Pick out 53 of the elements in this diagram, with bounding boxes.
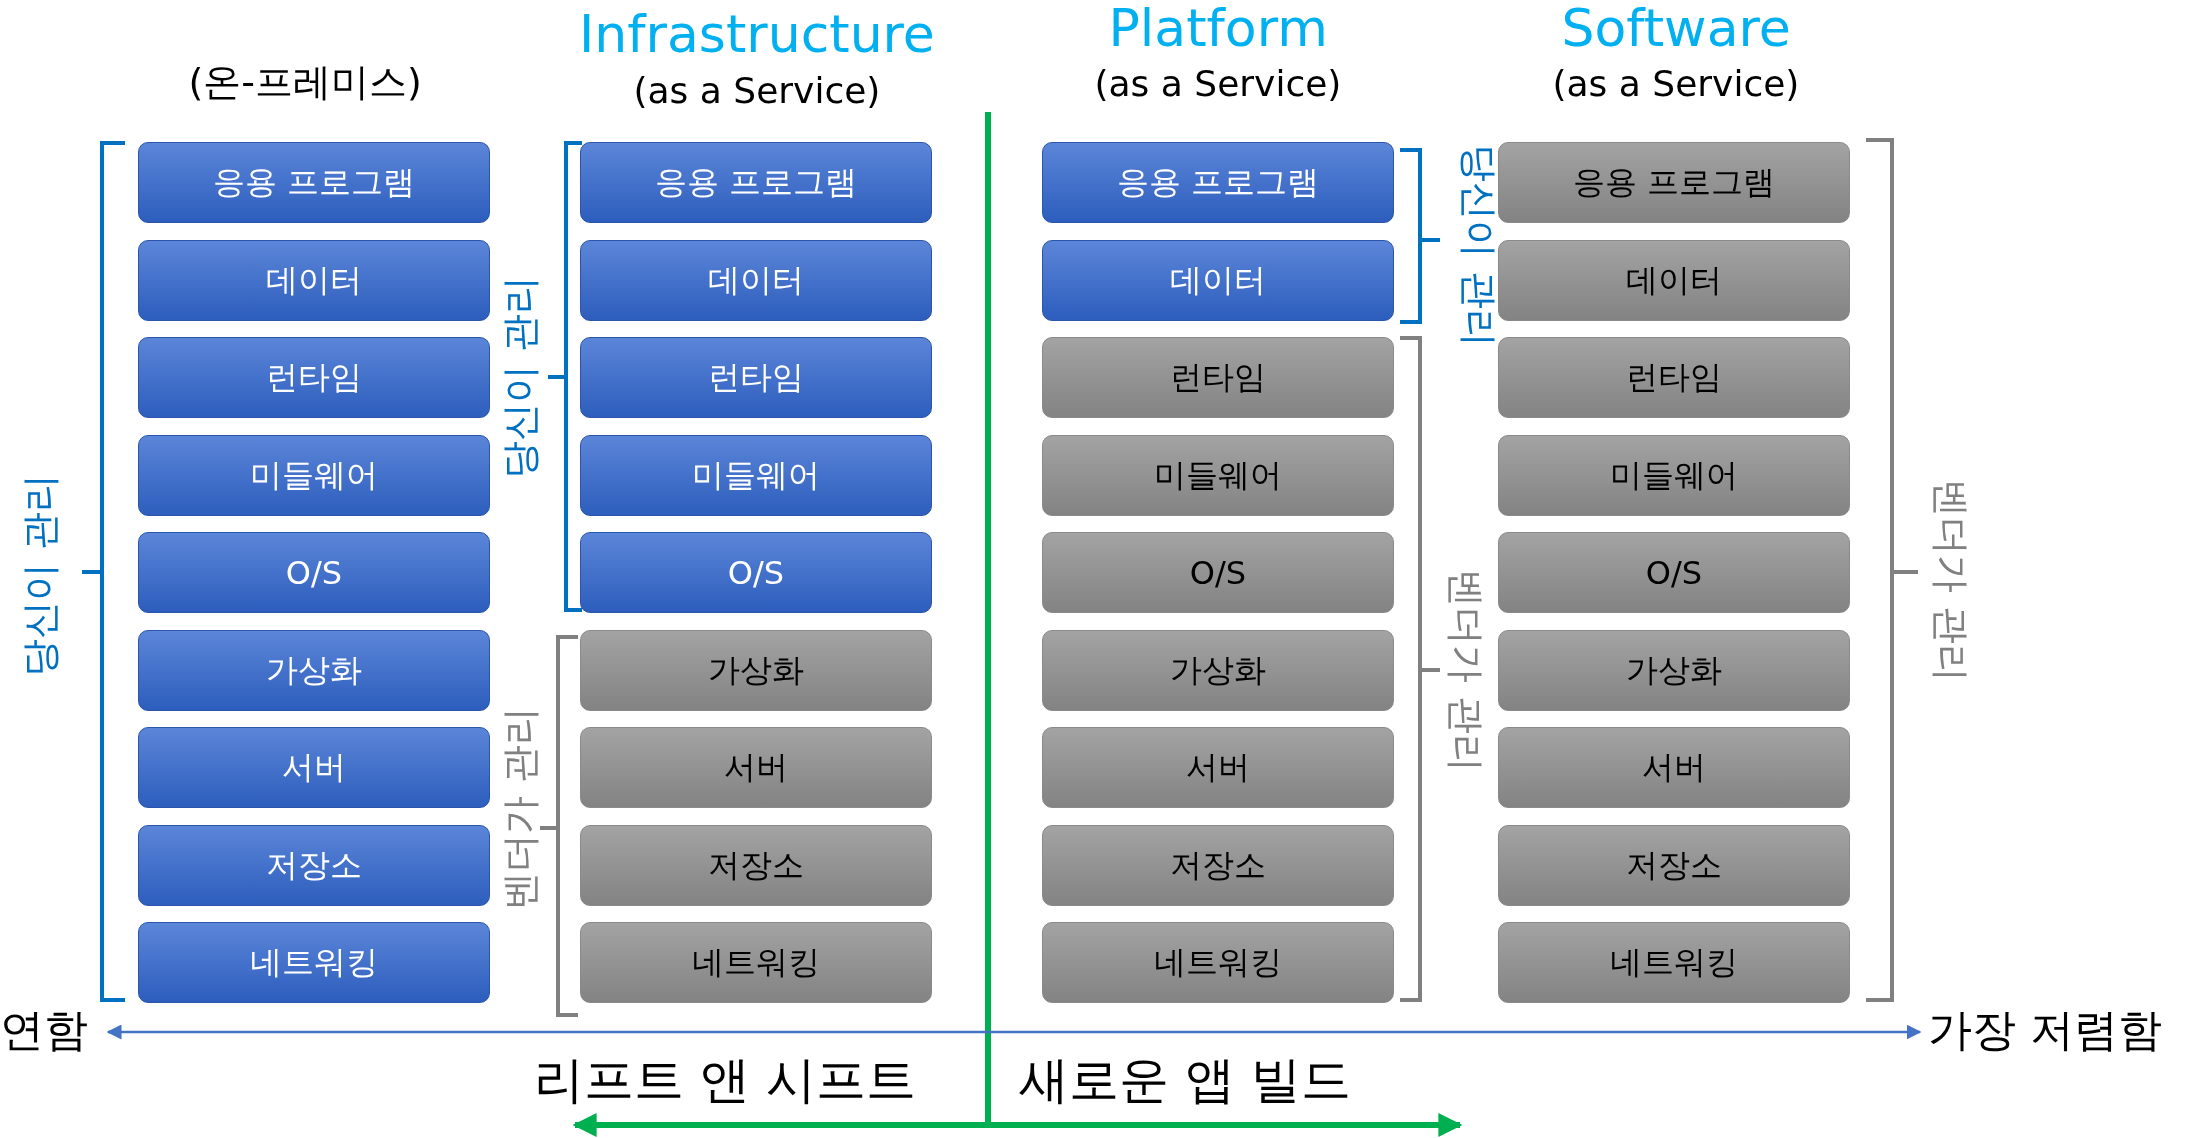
layer-box: 가상화 (138, 630, 490, 711)
bracket-label: 벤더가 관리 (496, 706, 543, 910)
column-subtitle: (as a Service) (1094, 62, 1342, 104)
layer-box: 가상화 (580, 630, 932, 711)
column-title: Software (1561, 0, 1791, 58)
arrow-label: 새로운 앱 빌드 (1019, 1049, 1351, 1111)
bracket-label: 벤더가 관리 (1927, 478, 1974, 682)
layer-box: 저장소 (1498, 825, 1850, 906)
layer-box: 응용 프로그램 (1498, 142, 1850, 223)
layer-box: 서버 (1498, 727, 1850, 808)
layer-box: 응용 프로그램 (1042, 142, 1394, 223)
layer-box: 저장소 (1042, 825, 1394, 906)
layer-box: 응용 프로그램 (138, 142, 490, 223)
bracket-label: 벤더가 관리 (1442, 568, 1489, 772)
layer-box: 런타임 (580, 337, 932, 418)
layer-box: O/S (1498, 532, 1850, 613)
layer-box: 런타임 (1498, 337, 1850, 418)
column-title: Infrastructure (579, 4, 935, 64)
layer-box: 네트워킹 (138, 922, 490, 1003)
layer-box: 미들웨어 (1498, 435, 1850, 516)
layer-box: 네트워킹 (1498, 922, 1850, 1003)
layer-box: 미들웨어 (1042, 435, 1394, 516)
layer-box: 저장소 (580, 825, 932, 906)
layer-box: 서버 (580, 727, 932, 808)
layer-box: 네트워킹 (580, 922, 932, 1003)
layer-box: 데이터 (580, 240, 932, 321)
column-subtitle: (as a Service) (1552, 62, 1800, 104)
layer-box: 런타임 (138, 337, 490, 418)
layer-box: 가상화 (1042, 630, 1394, 711)
layer-box: 서버 (1042, 727, 1394, 808)
layer-box: 서버 (138, 727, 490, 808)
column-subtitle: (as a Service) (633, 69, 881, 111)
layer-box: 미들웨어 (580, 435, 932, 516)
layer-box: 미들웨어 (138, 435, 490, 516)
bracket-label: 당신이 관리 (16, 473, 63, 677)
column-title: Platform (1108, 0, 1328, 58)
arrow-label: 리프트 앤 시프트 (534, 1049, 916, 1111)
layer-box: 저장소 (138, 825, 490, 906)
column-heading: (온-프레미스) (188, 58, 422, 106)
layer-box: 네트워킹 (1042, 922, 1394, 1003)
layer-box: O/S (580, 532, 932, 613)
layer-box: 데이터 (138, 240, 490, 321)
layer-box: 데이터 (1042, 240, 1394, 321)
layer-box: 런타임 (1042, 337, 1394, 418)
layer-box: O/S (1042, 532, 1394, 613)
arrow (106, 1024, 1922, 1040)
scale-end-label: 가장 저렴함 (1928, 1000, 2178, 1060)
layer-box: O/S (138, 532, 490, 613)
layer-box: 가상화 (1498, 630, 1850, 711)
layer-box: 데이터 (1498, 240, 1850, 321)
bracket-label: 당신이 관리 (496, 275, 543, 479)
layer-box: 응용 프로그램 (580, 142, 932, 223)
scale-end-label: 연함 (0, 1000, 100, 1060)
